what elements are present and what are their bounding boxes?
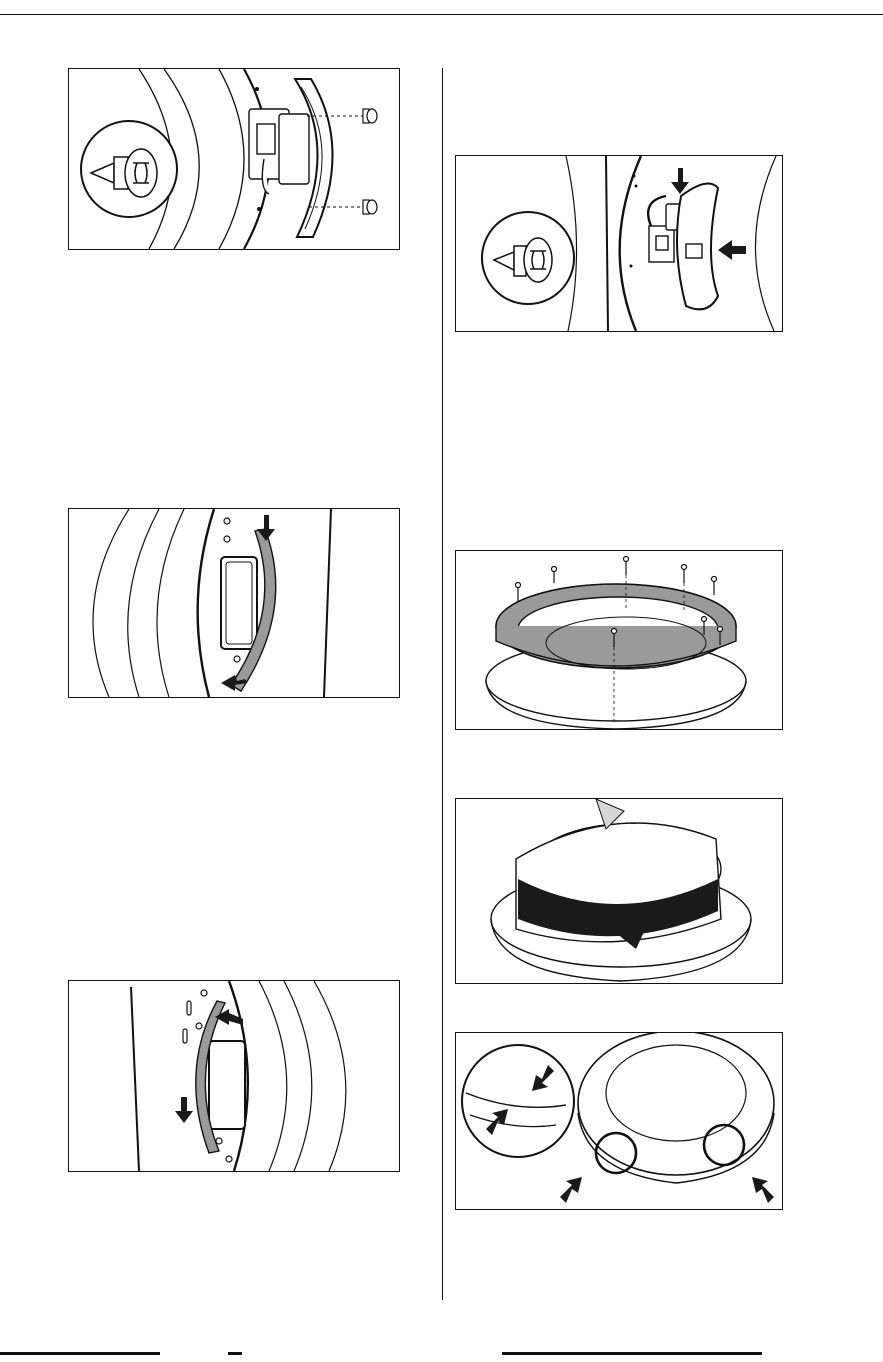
figure-hinge-screws: [68, 68, 400, 250]
figure-frame-rotation: [455, 798, 783, 984]
figure-ring-screws: [455, 550, 783, 730]
crop-mark: [228, 1352, 242, 1355]
page-top-rule: [0, 14, 883, 15]
figure-trim-removal-down: [68, 508, 400, 698]
figure-hook-removal: [455, 155, 783, 332]
figure-trim-removal-left: [68, 980, 400, 1172]
crop-mark: [502, 1352, 762, 1355]
screw-icon: [363, 109, 377, 214]
crop-mark: [0, 1352, 160, 1355]
figure-frame-clip-release: [455, 1032, 783, 1210]
column-divider: [442, 68, 443, 1300]
